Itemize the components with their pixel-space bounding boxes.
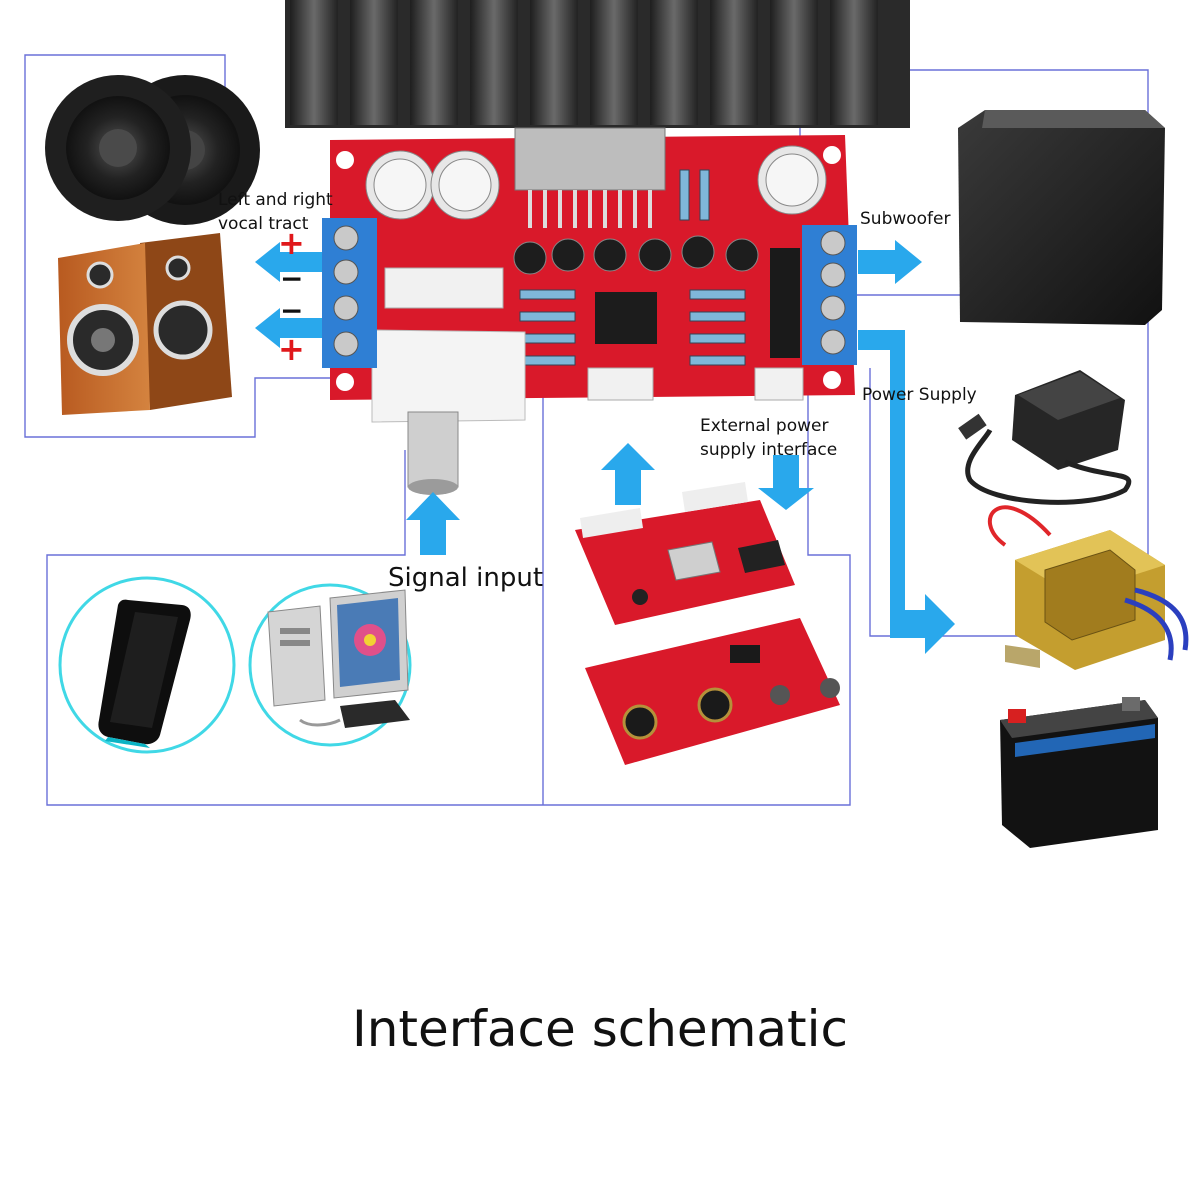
tone-board-icon xyxy=(585,618,840,765)
transformer-icon xyxy=(987,505,1189,670)
left-right-label: Left and right vocal tract xyxy=(218,190,333,234)
right-terminal-block xyxy=(770,225,857,365)
phone-icon xyxy=(98,599,191,748)
adapter-icon xyxy=(958,370,1132,505)
polarity-marks: + − − + xyxy=(278,224,305,368)
capacitors xyxy=(365,145,827,275)
signal-input-label: Signal input xyxy=(388,563,544,593)
polarity-minus-top: − xyxy=(280,262,303,295)
computer-icon xyxy=(267,589,410,728)
polarity-minus-bottom: − xyxy=(280,294,303,327)
bookshelf-speaker-icon xyxy=(58,233,232,415)
subwoofer-label: Subwoofer xyxy=(860,209,951,229)
power-supply-label: Power Supply xyxy=(862,385,977,405)
external-power-label: External power supply interface xyxy=(700,416,838,460)
speaker-pair-icon xyxy=(45,75,260,225)
audio-module-icon xyxy=(575,482,795,625)
heatsink xyxy=(285,0,910,128)
left-terminal-block xyxy=(322,218,377,368)
polarity-plus-bottom: + xyxy=(278,330,305,368)
source-devices xyxy=(58,576,412,754)
amplifier-board xyxy=(322,127,857,495)
flow-arrows xyxy=(255,240,955,654)
polarity-plus-top: + xyxy=(278,224,305,262)
battery-icon xyxy=(1000,697,1158,848)
subwoofer-icon xyxy=(958,110,1165,325)
caption-title: Interface schematic xyxy=(351,1000,849,1058)
